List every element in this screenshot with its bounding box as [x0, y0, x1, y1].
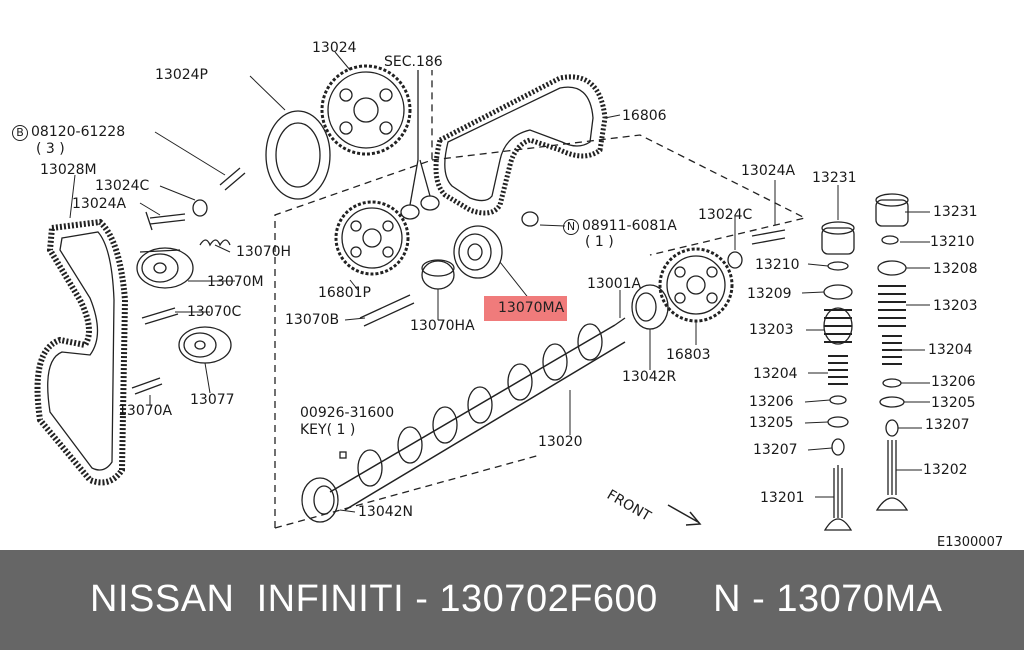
- label-13207-right: 13207: [925, 417, 970, 433]
- bolt-13024A: [145, 211, 186, 231]
- label-13024C-right: 13024C: [698, 207, 753, 223]
- timing-belt-upper: [433, 74, 608, 216]
- label-13024A-left: 13024A: [72, 196, 127, 212]
- label-13070A: 13070A: [118, 403, 173, 419]
- tensioner-spring: [199, 239, 231, 247]
- bolt-13024A-right: [751, 229, 786, 245]
- label-13042N: 13042N: [358, 504, 414, 520]
- key-part: [339, 451, 347, 459]
- label-13077: 13077: [190, 392, 235, 408]
- label-13070HA: 13070HA: [410, 318, 475, 334]
- label-13024A-right: 13024A: [741, 163, 796, 179]
- valve-train-left: [821, 221, 855, 531]
- stud-13070B: [359, 294, 415, 327]
- nut-08911: [521, 211, 539, 227]
- label-13070C: 13070C: [187, 304, 242, 320]
- label-13070H: 13070H: [236, 244, 292, 260]
- label-13204-right: 13204: [928, 342, 973, 358]
- label-13024P: 13024P: [155, 67, 208, 83]
- bolt-13070C: [141, 307, 179, 325]
- label-13028M: 13028M: [40, 162, 97, 178]
- label-13207-left: 13207: [753, 442, 798, 458]
- label-bolt-08120-qty: ( 3 ): [36, 141, 65, 157]
- oil-seal-13042N: [301, 477, 339, 523]
- timing-belt-left: [34, 218, 129, 486]
- bolt-08120: [219, 167, 246, 191]
- label-13070B: 13070B: [285, 312, 340, 328]
- label-13203-left: 13203: [749, 322, 794, 338]
- tensioner-pulley: [136, 247, 194, 289]
- label-13070M: 13070M: [207, 274, 264, 290]
- label-13020: 13020: [538, 434, 583, 450]
- label-13024C-left: 13024C: [95, 178, 150, 194]
- cam-sprocket-left: [334, 200, 410, 276]
- label-13024: 13024: [312, 40, 357, 56]
- label-16806: 16806: [622, 108, 667, 124]
- camshaft: [329, 317, 626, 511]
- label-13203-right: 13203: [933, 298, 978, 314]
- label-key-part-number: 00926-31600: [300, 405, 395, 421]
- dashed-outline-left: [274, 70, 433, 528]
- label-key: KEY( 1 ): [300, 422, 356, 438]
- idler-pulley-13070MA: [453, 225, 503, 279]
- footer-part-text: NISSAN INFINITI - 130702F600 N - 13070MA: [90, 578, 943, 620]
- cam-sprocket-upper: [320, 64, 412, 156]
- label-sec186: SEC.186: [384, 54, 443, 70]
- valve-train-right: [875, 193, 909, 511]
- label-13042R: 13042R: [622, 369, 677, 385]
- cam-sprocket-right: [658, 247, 734, 323]
- label-13205-left: 13205: [749, 415, 794, 431]
- label-13001A: 13001A: [587, 276, 642, 292]
- label-13208: 13208: [933, 261, 978, 277]
- label-16801P: 16801P: [318, 285, 371, 301]
- label-13210-left: 13210: [755, 257, 800, 273]
- label-13206-right: 13206: [931, 374, 976, 390]
- label-13205-right: 13205: [931, 395, 976, 411]
- idler-pulley: [178, 326, 232, 364]
- label-13201: 13201: [760, 490, 805, 506]
- label-13206-left: 13206: [749, 394, 794, 410]
- label-nut-08911-qty: ( 1 ): [585, 234, 614, 250]
- front-arrow: [667, 504, 702, 526]
- label-13204-left: 13204: [753, 366, 798, 382]
- diagram-artwork: [34, 51, 930, 531]
- sprocket-plate: [265, 110, 331, 200]
- label-16803: 16803: [666, 347, 711, 363]
- reference-code: E1300007: [937, 535, 1004, 550]
- spacer-13070HA: [421, 260, 455, 290]
- washer-13024C: [192, 199, 208, 217]
- label-13231-right: 13231: [933, 204, 978, 220]
- label-13202: 13202: [923, 462, 968, 478]
- label-13070MA-highlighted: 13070MA: [484, 296, 568, 321]
- bolt-13070A: [131, 377, 163, 395]
- dashed-outline-bottom: [274, 454, 541, 529]
- label-13209: 13209: [747, 286, 792, 302]
- washer-13024C-right: [727, 251, 743, 269]
- dashed-outline-right: [431, 134, 807, 256]
- label-13231-left: 13231: [812, 170, 857, 186]
- label-13210-right: 13210: [930, 234, 975, 250]
- footer-banner: NISSAN INFINITI - 130702F600 N - 13070MA: [0, 550, 1024, 650]
